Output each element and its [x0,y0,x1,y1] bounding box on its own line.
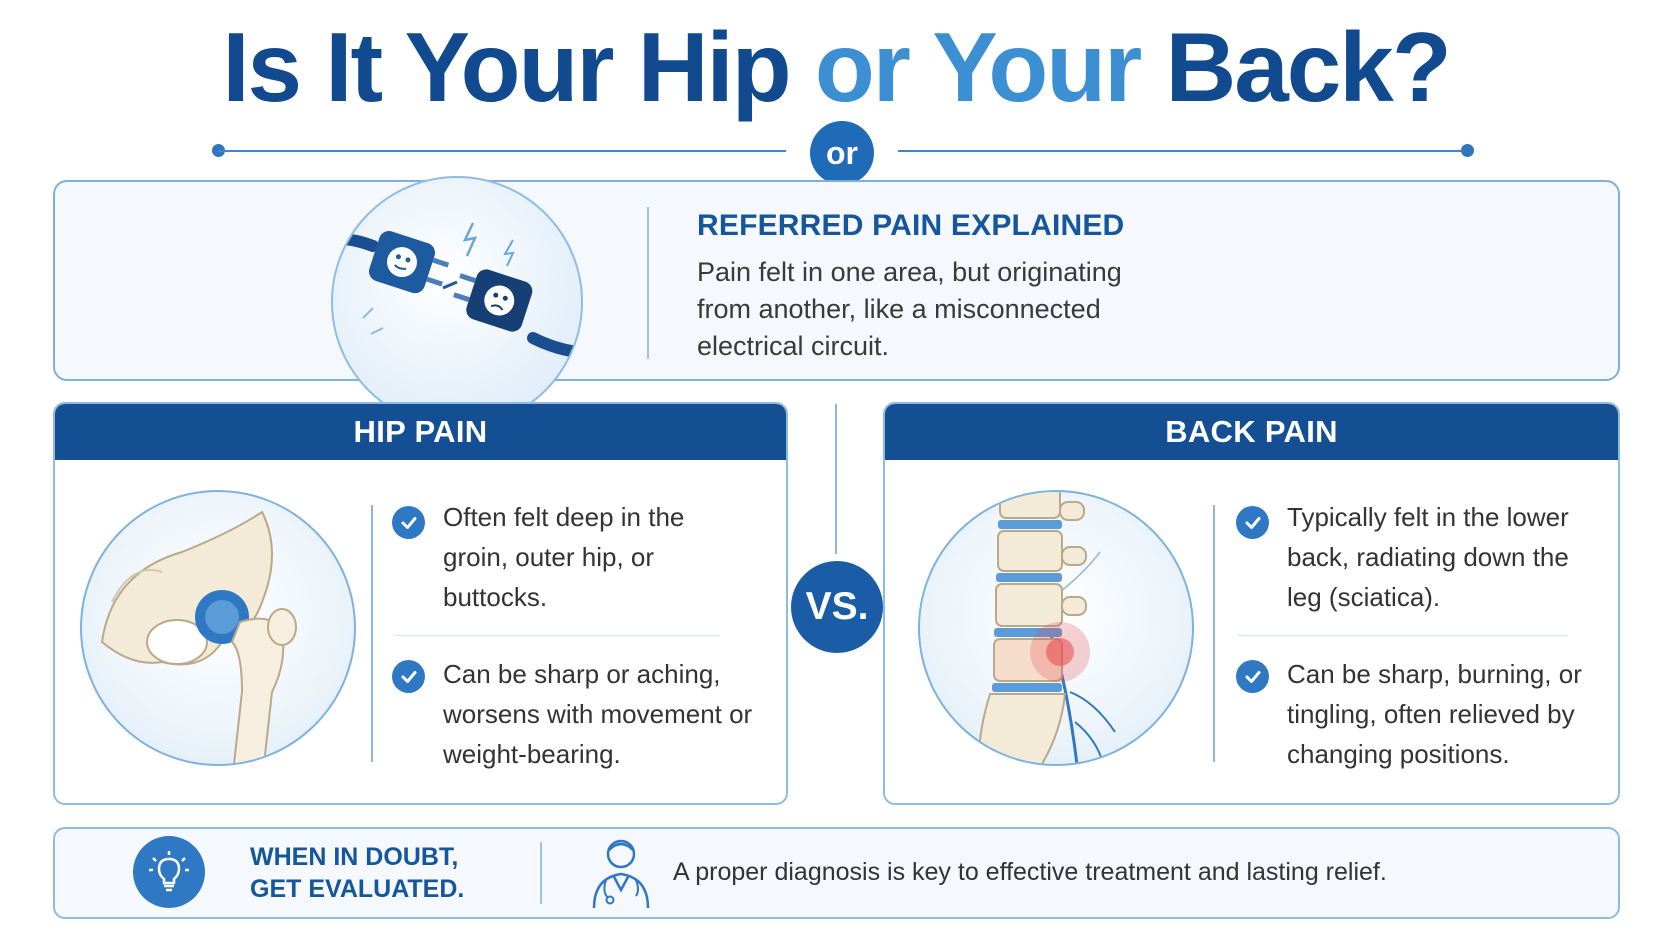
referred-pain-card [53,180,1620,381]
referred-divider [647,207,649,359]
divider-dot-right [1461,144,1474,157]
title-part-or-your: or Your [814,12,1142,122]
or-badge: or [810,121,874,185]
title-part-back: Back? [1165,12,1452,122]
check-icon [392,506,425,539]
doubt-line-1: WHEN IN DOUBT, [250,843,459,871]
plug-illustration-icon [331,176,583,428]
evaluation-banner [53,827,1620,919]
diagnosis-message: A proper diagnosis is key to effective t… [673,858,1387,886]
hip-item-2: Can be sharp or aching, worsens with mov… [443,659,753,769]
check-icon [392,660,425,693]
lightbulb-icon [133,836,205,908]
back-item-2: Can be sharp, burning, or tingling, ofte… [1287,659,1582,769]
when-in-doubt-text: WHEN IN DOUBT, GET EVALUATED. [250,841,464,905]
title-part-hip: Is It Your Hip [222,12,791,122]
back-item-1: Typically felt in the lower back, radiat… [1287,502,1569,612]
hip-joint-illustration-icon [80,490,356,766]
vs-badge: VS. [791,561,883,653]
page-title: Is It Your Hip or Your Back? [0,18,1672,116]
doctor-icon [586,834,656,910]
divider-line-left [218,150,786,152]
back-item-separator [1238,635,1568,636]
doubt-line-2: GET EVALUATED. [250,875,465,903]
spine-illustration-icon [918,490,1194,766]
check-icon [1236,660,1269,693]
center-divider [835,404,837,554]
bottom-divider [540,842,542,904]
referred-body: Pain felt in one area, but originating f… [697,257,1122,361]
hip-pain-header: HIP PAIN [55,404,786,460]
hip-items-divider [371,505,373,762]
check-icon [1236,506,1269,539]
divider-line-right [898,150,1466,152]
hip-item-separator [395,635,720,636]
back-pain-header: BACK PAIN [885,404,1618,460]
hip-item-1: Often felt deep in the groin, outer hip,… [443,502,685,612]
back-items-divider [1213,505,1215,762]
referred-title: REFERRED PAIN EXPLAINED [697,209,1125,242]
